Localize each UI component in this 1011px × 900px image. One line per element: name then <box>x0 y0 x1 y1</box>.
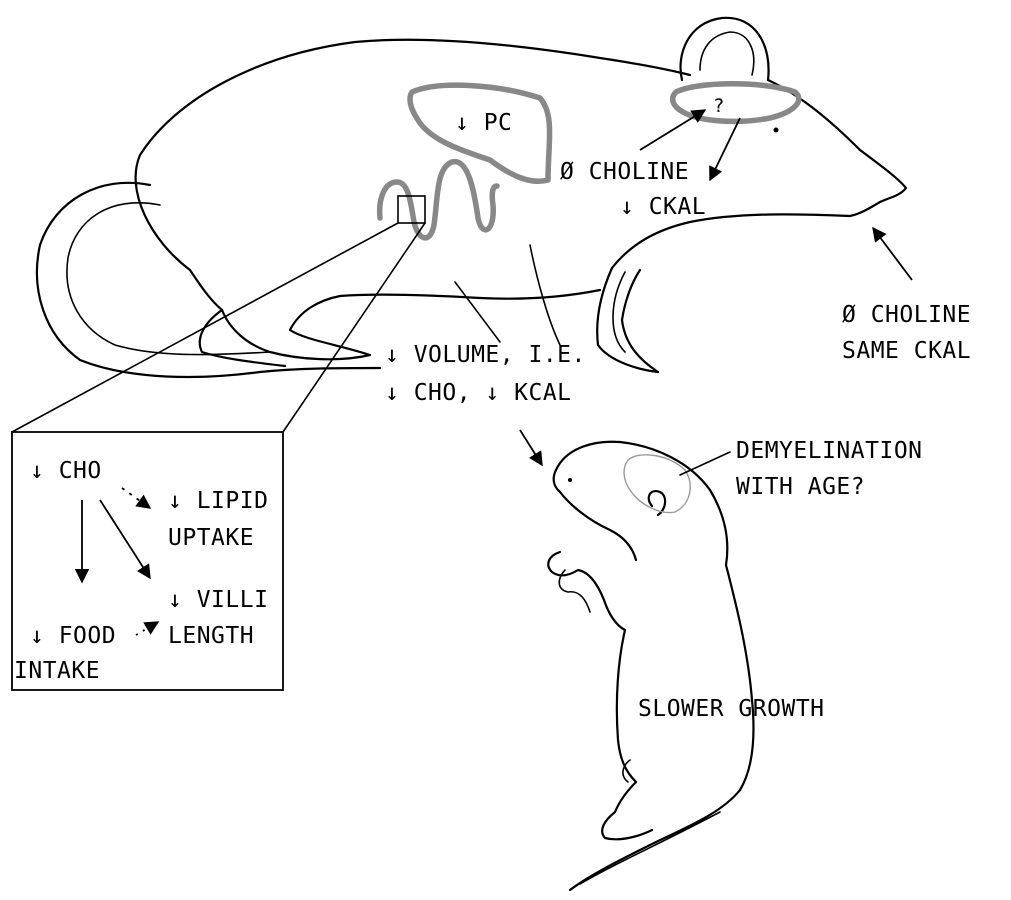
brain-organ <box>673 84 799 122</box>
volume-label-1: ↓ VOLUME, I.E. <box>385 342 586 368</box>
young-rat-head <box>556 442 727 565</box>
adult-rat-eye <box>774 128 779 133</box>
choline-mid-label-2: ↓ CKAL <box>620 194 706 220</box>
choline-right-label-1: Ø CHOLINE <box>842 302 971 328</box>
adult-rat-front-leg <box>597 268 658 372</box>
liver-pc-label: ↓ PC <box>455 110 512 136</box>
choline-right-label-2: SAME CKAL <box>842 338 971 364</box>
brain-to-ckal-arrow <box>710 118 740 180</box>
choline-to-brain-arrow <box>640 110 705 150</box>
adult-rat-ear-inner <box>700 32 754 75</box>
choline-right-arrow <box>873 228 912 280</box>
adult-rat-rump <box>136 155 222 310</box>
volume-pointer-line <box>455 282 500 342</box>
adult-rat-ear <box>681 18 769 80</box>
inset-lipid-label-2: UPTAKE <box>168 525 254 551</box>
adult-rat-head-outline <box>768 80 906 216</box>
adult-rat-chin <box>612 214 850 268</box>
zoom-line-left <box>12 223 398 432</box>
young-rat-tail-inner <box>580 812 720 884</box>
young-rat-illustration <box>548 442 753 890</box>
adult-rat-tail-inner <box>67 203 270 355</box>
young-rat-eye <box>568 478 572 482</box>
brain-question-label: ? <box>713 95 725 117</box>
young-rat-snout <box>554 470 636 560</box>
inset-villi-label-2: LENGTH <box>168 623 254 649</box>
to-young-rat-arrow <box>520 430 542 465</box>
intestine-inset-box: ↓ CHO ↓ LIPID UPTAKE ↓ VILLI LENGTH ↓ FO… <box>12 432 283 690</box>
young-rat-belly <box>617 630 636 782</box>
young-rat-hind-leg <box>602 782 652 839</box>
inset-villi-label-1: ↓ VILLI <box>168 587 268 613</box>
inset-food-label-2: INTAKE <box>14 658 100 684</box>
demyelination-pointer-line <box>680 452 730 475</box>
inset-cho-label: ↓ CHO <box>30 458 102 484</box>
adult-rat-illustration <box>37 18 906 377</box>
young-rat-back <box>726 565 754 790</box>
adult-rat-belly-line <box>530 245 560 345</box>
adult-rat-tail <box>37 183 380 377</box>
young-rat-front-paw <box>548 552 625 630</box>
demyelination-label-2: WITH AGE? <box>736 474 865 500</box>
inset-lipid-label-1: ↓ LIPID <box>168 488 268 514</box>
slower-growth-label: SLOWER GROWTH <box>638 696 825 722</box>
volume-label-2: ↓ CHO, ↓ KCAL <box>385 380 572 406</box>
adult-rat-back-outline <box>140 40 690 155</box>
demyelination-label-1: DEMYELINATION <box>736 438 923 464</box>
inset-food-label-1: ↓ FOOD <box>30 623 116 649</box>
choline-mid-label-1: Ø CHOLINE <box>560 159 689 185</box>
